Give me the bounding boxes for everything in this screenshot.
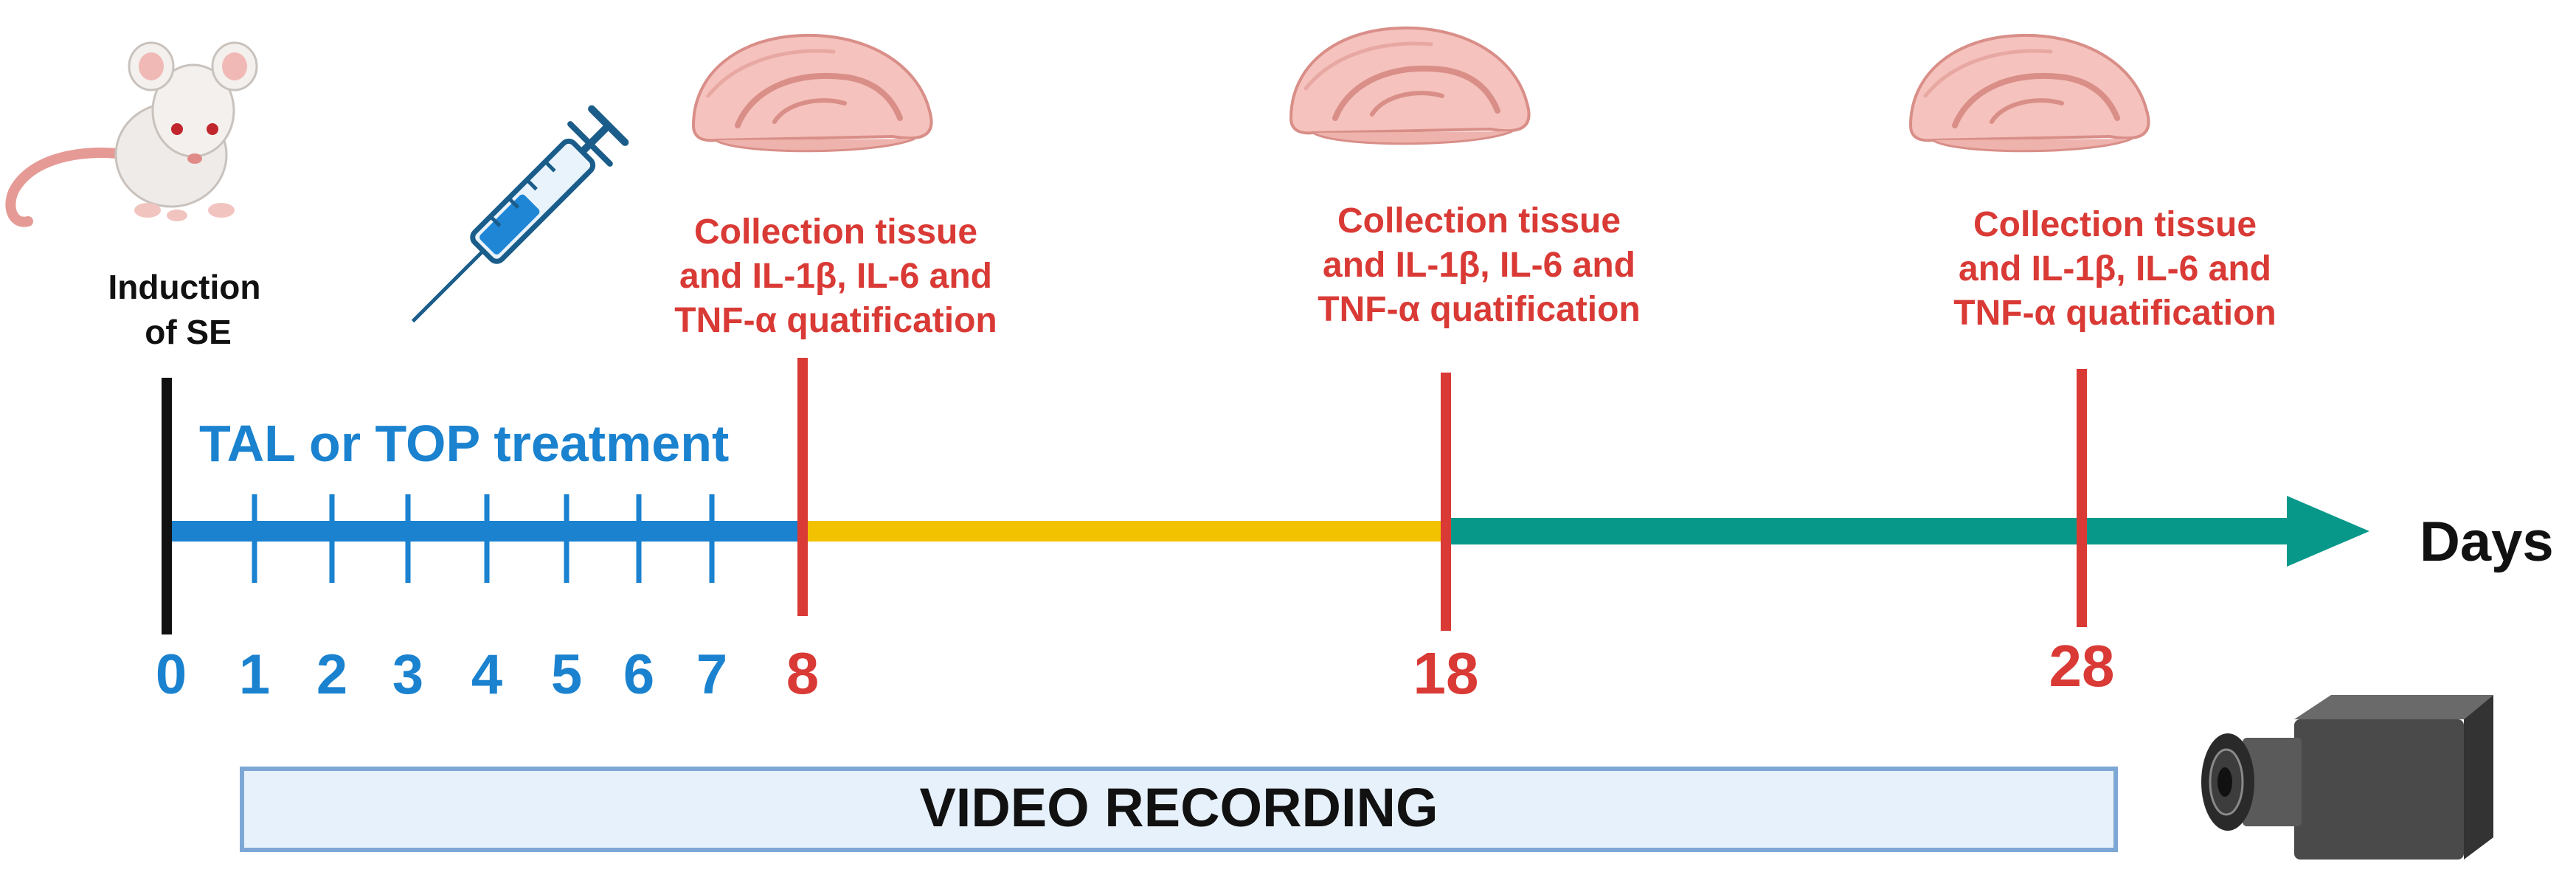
day-tick-label: 5 (551, 643, 582, 706)
collection-text-line: and IL-1β, IL-6 and (679, 257, 992, 296)
day-tick-label: 1 (239, 643, 270, 706)
brain-slice-icon (691, 33, 933, 153)
brain-slice-icon (1289, 26, 1531, 145)
collection-text-line: TNF-α quatification (674, 301, 997, 340)
collection-text-line: Collection tissue (1337, 201, 1621, 241)
collection-text-line: TNF-α quatification (1318, 290, 1640, 329)
collection-text-line: TNF-α quatification (1953, 294, 2276, 333)
collection-text-line: Collection tissue (694, 212, 977, 252)
day-tick-label: 7 (696, 643, 727, 706)
axis-arrowhead (2287, 496, 2369, 567)
axis-label-days: Days (2420, 511, 2554, 573)
induction-label-line1: Induction (108, 268, 261, 306)
syringe-icon (411, 105, 629, 323)
day-tick-label: 4 (471, 643, 502, 706)
induction-label-line2: of SE (145, 313, 232, 351)
day-tick-label: 6 (623, 643, 654, 706)
day-tick-label: 2 (316, 643, 347, 706)
video-recording-bar (240, 767, 2118, 852)
video-recording-label: VIDEO RECORDING (919, 777, 1438, 838)
treatment-label: TAL or TOP treatment (199, 415, 729, 472)
day-tick-label: 0 (156, 643, 187, 706)
collection-text-line: and IL-1β, IL-6 and (1959, 249, 2271, 288)
video-camera-icon (2201, 695, 2493, 860)
collection-day-label: 8 (786, 640, 820, 706)
collection-day-label: 18 (1413, 640, 1479, 706)
brain-slice-icon (1908, 33, 2150, 153)
day-tick-label: 3 (392, 643, 423, 706)
collection-text-line: and IL-1β, IL-6 and (1323, 246, 1635, 285)
collection-day-label: 28 (2049, 633, 2115, 699)
collection-text-line: Collection tissue (1973, 205, 2257, 244)
rat-icon (5, 41, 258, 227)
